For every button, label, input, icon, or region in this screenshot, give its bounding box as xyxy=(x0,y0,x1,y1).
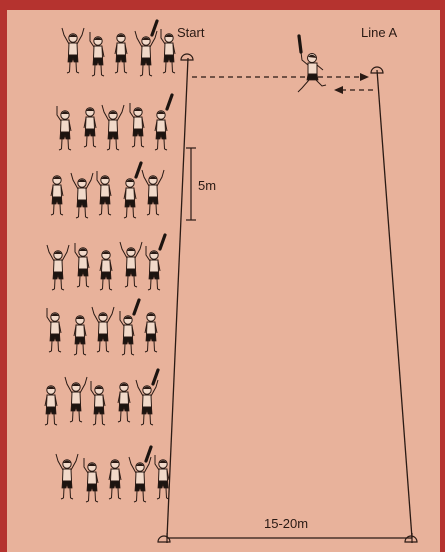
player-figure xyxy=(115,34,127,73)
player-figure xyxy=(145,313,157,352)
bat-icon xyxy=(167,95,172,109)
bat-icon xyxy=(136,163,141,177)
team-row xyxy=(57,95,172,150)
runner-with-bat xyxy=(298,36,326,92)
player-figure xyxy=(102,105,124,150)
team-row xyxy=(47,235,165,290)
team-row xyxy=(47,300,157,355)
team-row xyxy=(51,163,164,218)
player-figure xyxy=(97,171,111,215)
player-figure xyxy=(135,21,157,76)
player-figure xyxy=(84,108,96,147)
player-figure xyxy=(120,300,139,355)
drill-scene xyxy=(7,10,440,552)
player-figure xyxy=(118,383,130,422)
diagram-panel: Start Line A 5m 15-20m xyxy=(7,10,440,552)
player-figure xyxy=(51,176,63,215)
team-rows xyxy=(45,21,175,502)
cone-icon xyxy=(181,54,193,60)
player-figure xyxy=(56,454,78,499)
distance-label: 15-20m xyxy=(264,516,308,531)
player-figure xyxy=(155,455,169,499)
player-figure xyxy=(124,163,141,218)
player-figure xyxy=(130,103,144,147)
line-a xyxy=(377,70,412,538)
start-line xyxy=(167,58,188,538)
distance-marker xyxy=(167,533,412,543)
player-figure xyxy=(129,447,151,502)
player-figure xyxy=(71,173,93,218)
player-figure xyxy=(84,458,98,502)
player-figure xyxy=(142,170,164,215)
dashed-arrow-right xyxy=(192,73,369,81)
player-figure xyxy=(136,370,158,425)
player-figure xyxy=(90,32,104,76)
player-figure xyxy=(155,95,172,150)
spacing-marker xyxy=(186,148,196,220)
player-figure xyxy=(47,245,69,290)
player-figure xyxy=(161,29,175,73)
player-figure xyxy=(75,243,89,287)
player-figure xyxy=(47,308,61,352)
player-figure xyxy=(109,460,121,499)
player-figure xyxy=(74,316,86,355)
start-label: Start xyxy=(177,25,204,40)
player-figure xyxy=(146,235,165,290)
dashed-arrow-left xyxy=(334,86,377,94)
cone-icon xyxy=(158,536,170,542)
player-figure xyxy=(65,377,87,422)
bat-icon xyxy=(134,300,139,314)
line-a-label: Line A xyxy=(361,25,397,40)
bat-icon xyxy=(299,36,301,52)
bat-icon xyxy=(160,235,165,249)
player-figure xyxy=(92,307,114,352)
player-figure xyxy=(57,106,71,150)
cone-icon xyxy=(405,536,417,542)
player-figure xyxy=(100,251,112,290)
team-row xyxy=(45,370,158,425)
player-figure xyxy=(120,242,142,287)
player-figure xyxy=(91,381,105,425)
runner-figure xyxy=(298,36,326,92)
team-row xyxy=(62,21,175,76)
player-figure xyxy=(62,28,84,73)
spacing-label: 5m xyxy=(198,178,216,193)
team-row xyxy=(56,447,169,502)
player-figure xyxy=(45,386,57,425)
